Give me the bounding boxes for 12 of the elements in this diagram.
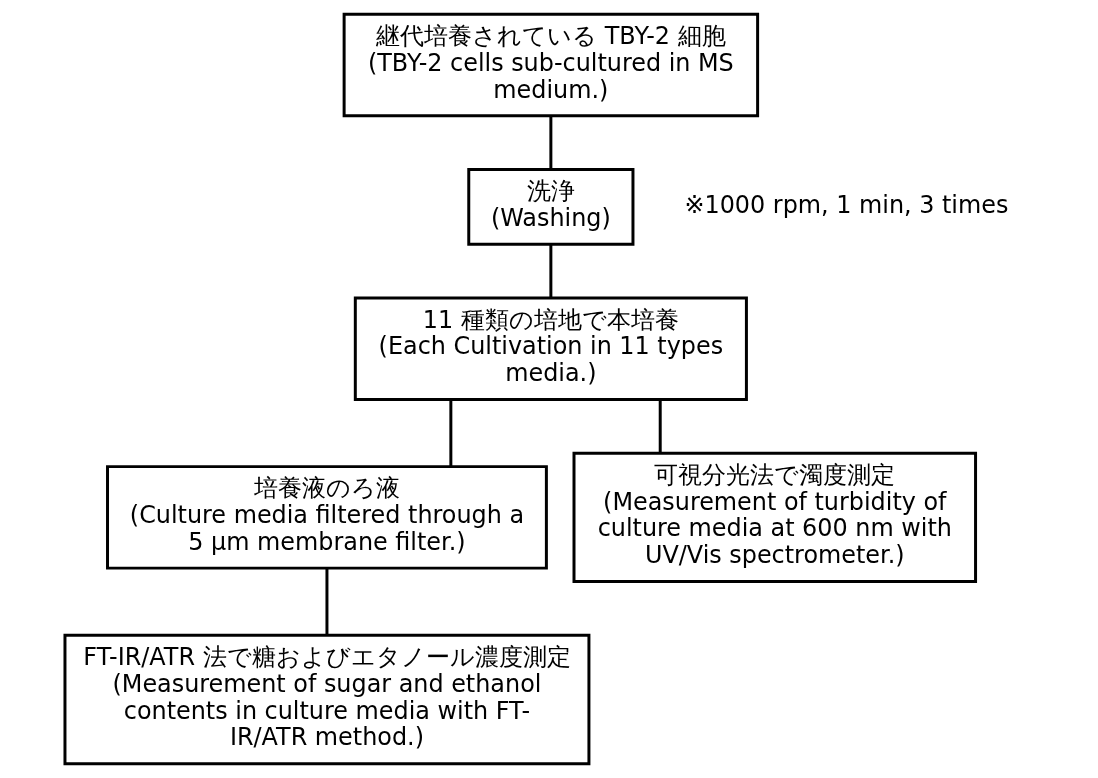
connector: [658, 399, 662, 453]
node-box: 11 種類の培地で本培養 (Each Cultivation in 11 types media.): [353, 296, 748, 401]
connector: [449, 399, 453, 467]
node-label: ※1000 rpm, 1 min, 3 times: [684, 190, 1009, 219]
node-box: 可視分光法で濁度測定 (Measurement of turbidity of culture media at 600 nm with UV/Vis spectrometer.): [572, 451, 978, 584]
node-box: FT-IR/ATR 法で糖およびエタノール濃度測定 (Measurement of sugar and ethanol contents in culture media with FT-IR/ATR method.): [63, 633, 591, 766]
connector: [549, 115, 553, 170]
node-box: 継代培養されている TBY-2 細胞 (TBY-2 cells sub-cultured in MS medium.): [342, 12, 760, 118]
node-box: 培養液のろ液 (Culture media filtered through a 5 μm membrane filter.): [106, 465, 548, 570]
connector: [549, 244, 553, 298]
node-box: 洗浄 (Washing): [467, 168, 635, 246]
connector: [325, 568, 329, 635]
